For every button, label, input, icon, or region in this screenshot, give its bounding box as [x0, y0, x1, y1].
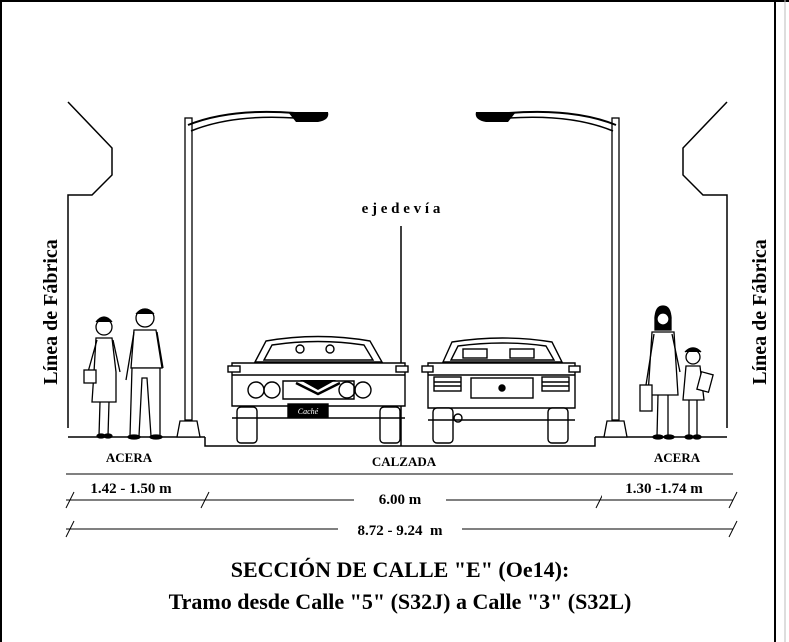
- street-lamp-left: [176, 110, 329, 438]
- roadway-dimension: 6.00 m: [379, 492, 422, 508]
- sidewalk-right-dimension: 1.30 -1.74 m: [625, 481, 703, 497]
- total-width-dimension: 8.72 - 9.24 m: [358, 523, 443, 539]
- roadway-surface: [204, 437, 596, 447]
- pedestrian-man-left: [125, 308, 164, 440]
- dim-mask-right: [602, 479, 724, 498]
- drawing-title-line2: Tramo desde Calle "5" (S32J) a Calle "3"…: [169, 589, 632, 614]
- dim-mask-left: [78, 479, 195, 498]
- road-axis-label: e j e d e v í a: [362, 201, 441, 217]
- car-rear-view: [421, 337, 581, 444]
- license-plate-text: Caché: [298, 407, 319, 416]
- roadway-label: CALZADA: [372, 454, 437, 469]
- car-front-view: Caché: [227, 335, 409, 444]
- street-lamp-right: [475, 110, 628, 438]
- dim-mask-total: [338, 520, 462, 540]
- drawing-title-line1: SECCIÓN DE CALLE "E" (Oe14):: [231, 557, 570, 582]
- dim-mask-mid: [354, 488, 446, 508]
- pedestrian-woman-right: [639, 305, 681, 440]
- building-left: [67, 101, 113, 428]
- pedestrian-woman-left: [83, 316, 121, 439]
- building-line-label-left: Línea de Fábrica: [40, 239, 62, 385]
- sidewalk-right-label: ACERA: [654, 450, 701, 465]
- pedestrian-child-right: [682, 347, 714, 440]
- sidewalk-left-label: ACERA: [106, 450, 153, 465]
- building-right: [682, 101, 728, 428]
- sidewalk-left-dimension: 1.42 - 1.50 m: [90, 481, 172, 497]
- building-line-label-right: Línea de Fábrica: [749, 239, 771, 385]
